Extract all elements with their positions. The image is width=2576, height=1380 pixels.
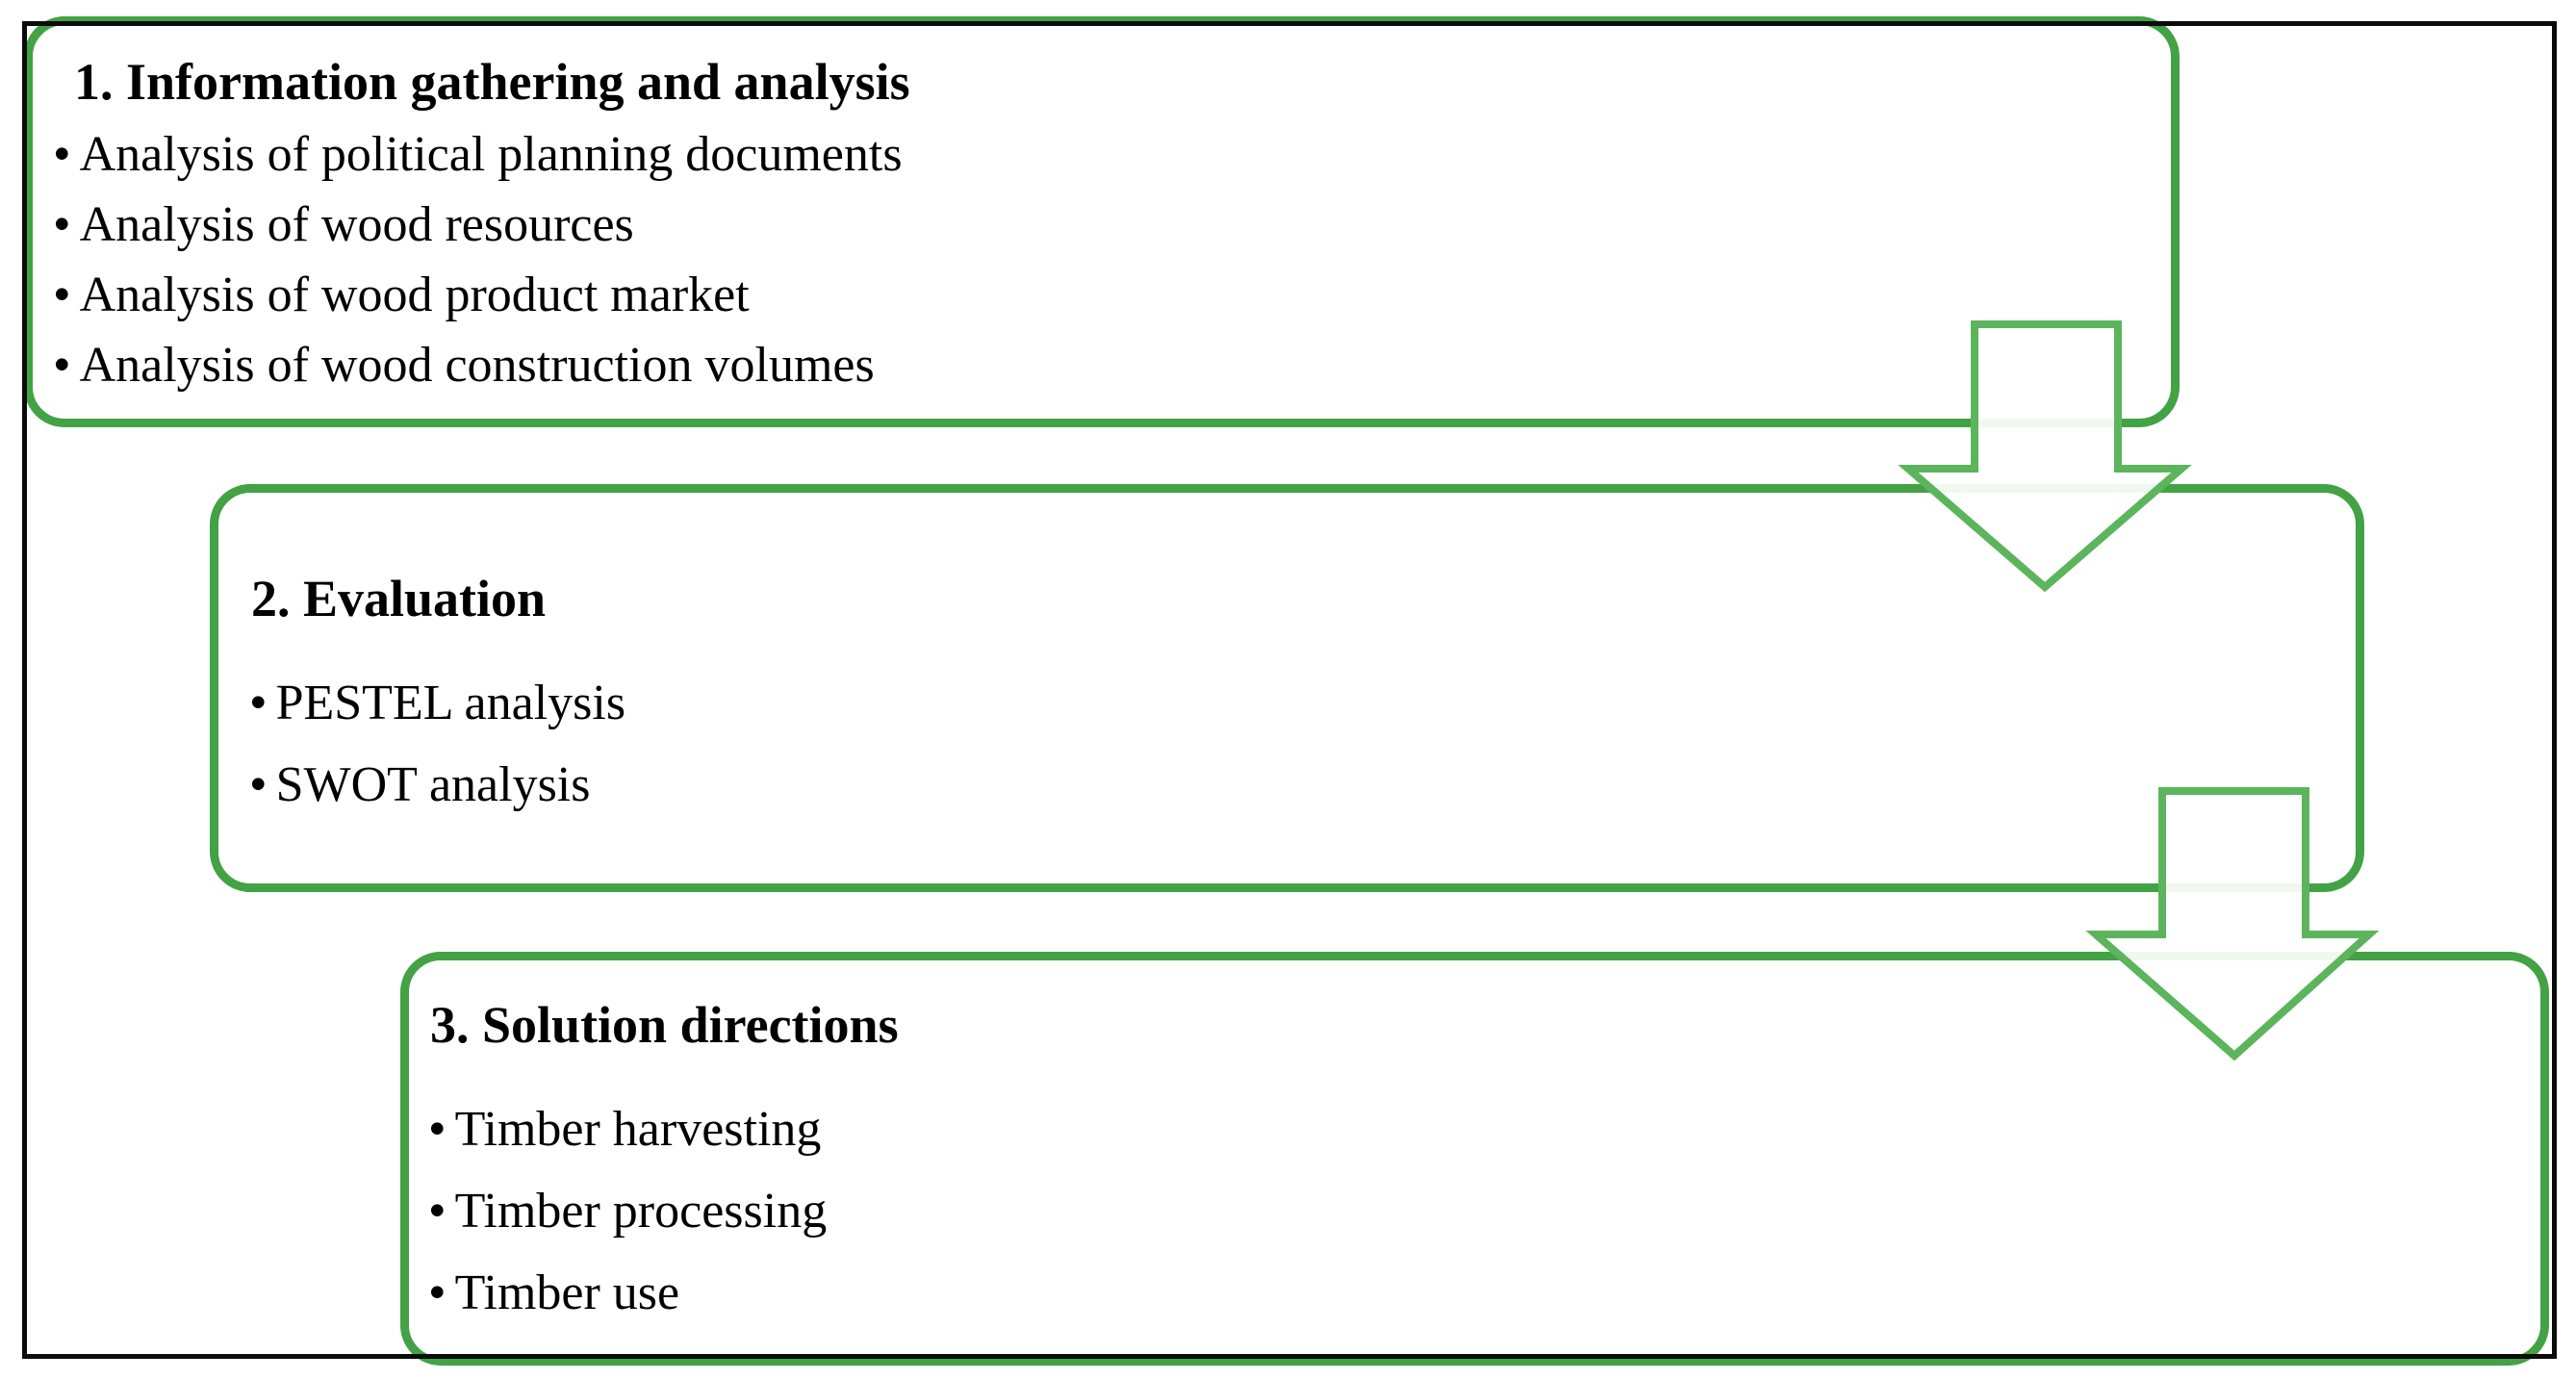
bullet-dot: • [53, 196, 71, 252]
bullet-item: •PESTEL analysis [249, 662, 625, 744]
stage-2-title: 2. Evaluation [251, 570, 547, 627]
bullet-dot: • [249, 675, 268, 730]
bullet-item: •Timber processing [428, 1170, 899, 1252]
stage-box-2: 2. Evaluation •PESTEL analysis •SWOT ana… [210, 484, 2364, 892]
bullet-dot: • [53, 337, 71, 393]
bullet-text: Analysis of wood resources [79, 197, 634, 252]
bullet-item: •Analysis of political planning document… [53, 119, 910, 190]
stage-2-bullet-list: •PESTEL analysis •SWOT analysis [249, 662, 625, 826]
bullet-dot: • [53, 267, 71, 322]
bullet-item: •Analysis of wood resources [53, 190, 910, 260]
bullet-text: Analysis of political planning documents [79, 127, 903, 182]
bullet-dot: • [428, 1183, 446, 1239]
stage-1-bullet-list: •Analysis of political planning document… [53, 119, 910, 400]
stage-1-title: 1. Information gathering and analysis [74, 53, 910, 111]
bullet-dot: • [249, 756, 268, 812]
bullet-dot: • [428, 1265, 446, 1320]
stage-3-bullet-list: •Timber harvesting •Timber processing •T… [428, 1088, 899, 1334]
bullet-text: SWOT analysis [275, 757, 591, 812]
bullet-text: Analysis of wood product market [79, 268, 750, 322]
stage-2-content: 2. Evaluation •PESTEL analysis •SWOT ana… [249, 570, 625, 826]
bullet-text: Timber use [454, 1265, 680, 1320]
bullet-dot: • [428, 1101, 446, 1157]
bullet-text: Timber harvesting [454, 1102, 822, 1157]
bullet-item: •Analysis of wood product market [53, 260, 910, 330]
bullet-text: Analysis of wood construction volumes [79, 338, 875, 393]
bullet-item: •Analysis of wood construction volumes [53, 330, 910, 400]
bullet-item: •SWOT analysis [249, 744, 625, 826]
stage-box-1: 1. Information gathering and analysis •A… [24, 16, 2180, 427]
bullet-text: Timber processing [454, 1184, 828, 1239]
bullet-text: PESTEL analysis [275, 676, 626, 730]
stage-3-title: 3. Solution directions [430, 996, 899, 1054]
bullet-dot: • [53, 126, 71, 182]
stage-box-3: 3. Solution directions •Timber harvestin… [400, 952, 2549, 1366]
bullet-item: •Timber harvesting [428, 1088, 899, 1170]
stage-3-content: 3. Solution directions •Timber harvestin… [428, 996, 899, 1334]
bullet-item: •Timber use [428, 1252, 899, 1334]
stage-1-content: 1. Information gathering and analysis •A… [53, 53, 910, 400]
